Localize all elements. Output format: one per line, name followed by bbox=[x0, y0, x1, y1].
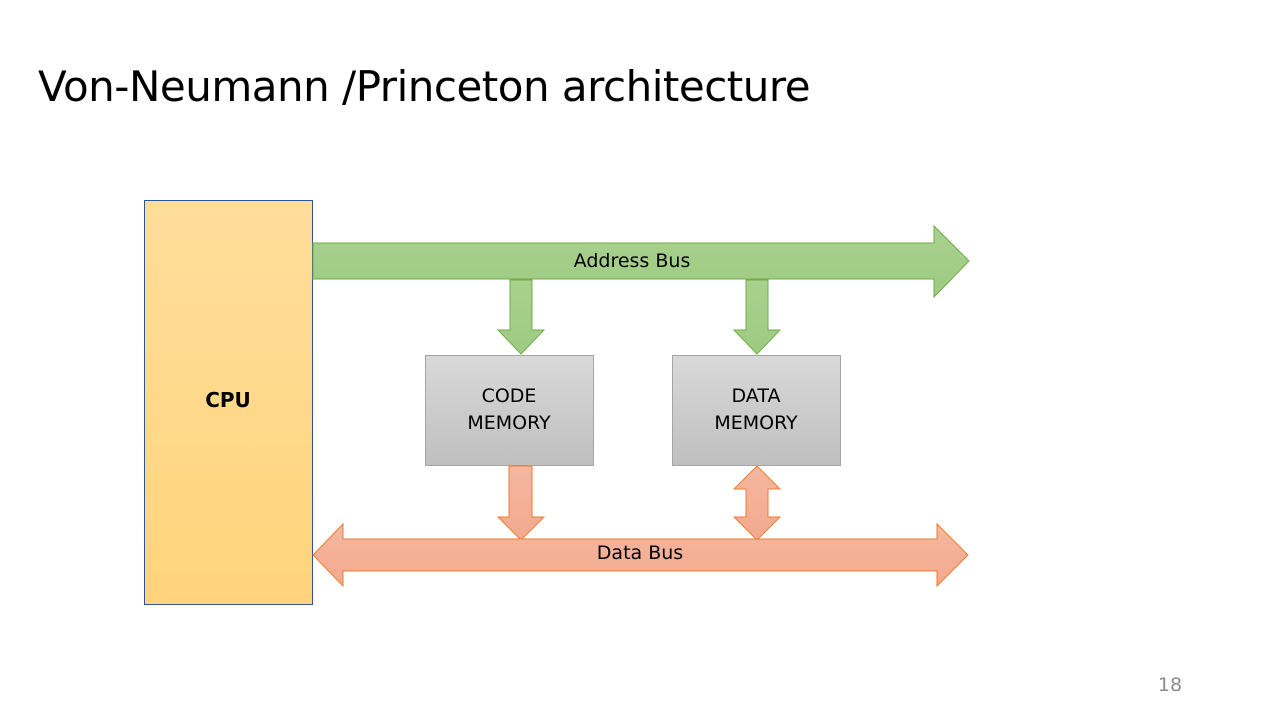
cpu-block: CPU bbox=[144, 200, 313, 605]
address-bus-label: Address Bus bbox=[574, 250, 691, 272]
page-number: 18 bbox=[1157, 674, 1183, 696]
data-memory-data-bus-double-arrow bbox=[732, 465, 782, 541]
slide-title: Von-Neumann /Princeton architecture bbox=[38, 62, 811, 111]
data-memory-label-line2: MEMORY bbox=[714, 412, 798, 434]
cpu-label: CPU bbox=[205, 388, 251, 412]
code-memory-label-line2: MEMORY bbox=[467, 412, 551, 434]
code-memory-to-data-bus-arrow bbox=[496, 465, 546, 541]
data-bus-label: Data Bus bbox=[597, 542, 683, 564]
code-memory-block: CODE MEMORY bbox=[425, 355, 594, 466]
address-bus-arrow: Address Bus bbox=[312, 224, 970, 299]
code-memory-label-line1: CODE bbox=[482, 385, 537, 407]
address-to-data-memory-arrow bbox=[732, 279, 782, 355]
data-memory-block: DATA MEMORY bbox=[672, 355, 841, 466]
data-memory-label-line1: DATA bbox=[732, 385, 781, 407]
data-bus-arrow: Data Bus bbox=[312, 522, 969, 588]
address-to-code-memory-arrow bbox=[496, 279, 546, 355]
